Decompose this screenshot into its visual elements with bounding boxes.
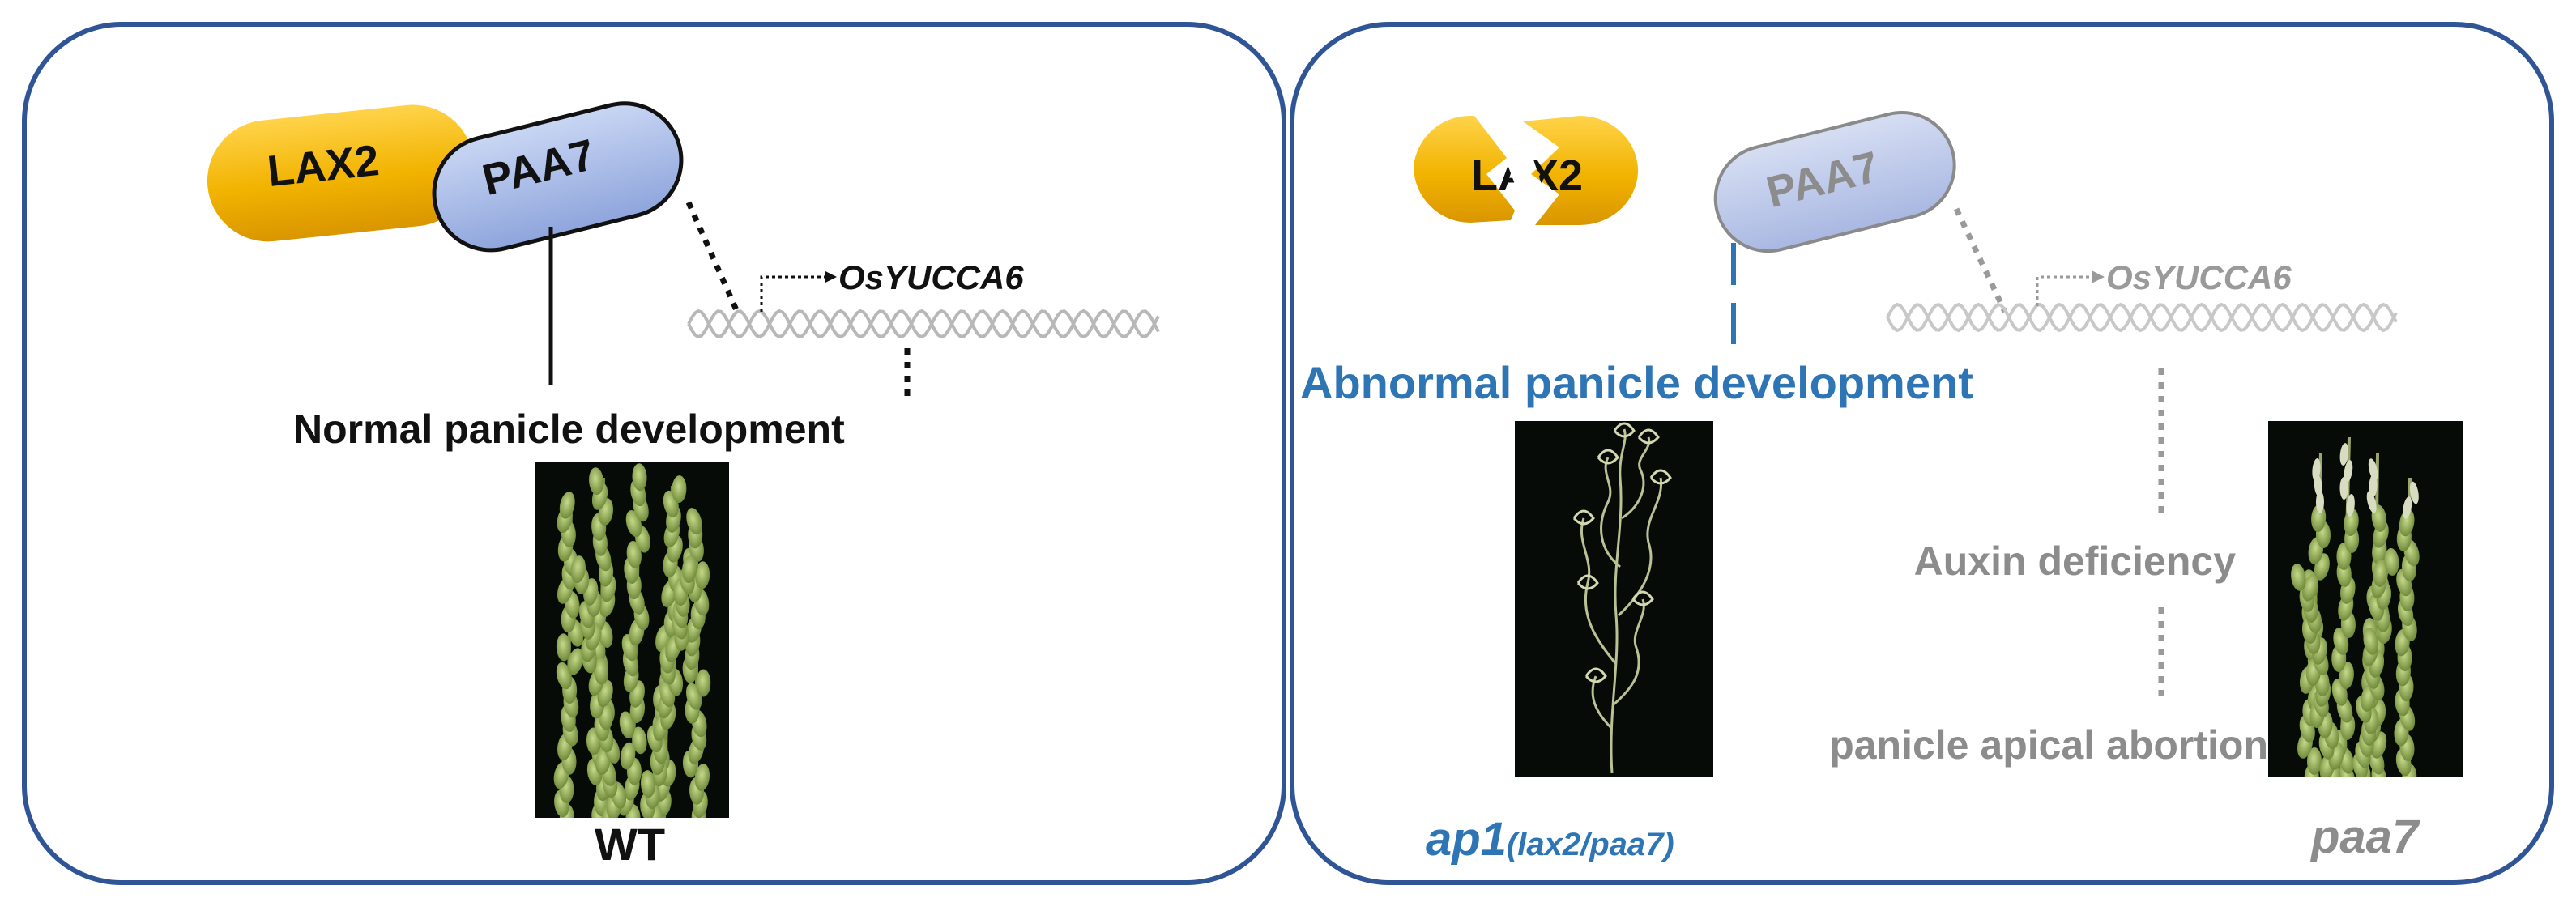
outcome-label-left: Normal panicle development <box>293 406 845 452</box>
ap1-label-main: ap1 <box>1426 813 1507 866</box>
right-panel <box>1290 22 2554 885</box>
abortion-label: panicle apical abortion <box>1829 722 2268 768</box>
ap1-panicle-photo <box>1515 421 1713 777</box>
auxin-label: Auxin deficiency <box>1913 538 2236 584</box>
dna-helix-left <box>687 309 1160 339</box>
lax2-label-left: LAX2 <box>265 135 382 197</box>
gene-label-right: OsYUCCA6 <box>2106 258 2292 296</box>
paa7-dna-dotted-link-right <box>1953 207 2008 313</box>
paa7-panicle-photo <box>2268 421 2463 777</box>
left-panel <box>22 22 1286 885</box>
wt-label: WT <box>595 819 666 870</box>
transcription-start-arrow-left <box>760 270 837 312</box>
outcome-label-right: Abnormal panicle development <box>1300 357 1973 408</box>
paa7-protein-faded-right <box>1713 110 1956 253</box>
transcription-start-arrow-right <box>2036 270 2105 306</box>
ap1-label-sub: (lax2/paa7) <box>1506 827 1674 862</box>
paa7-protein-left <box>432 101 684 253</box>
gene-label-left: OsYUCCA6 <box>838 258 1024 296</box>
paa7-mutant-label: paa7 <box>2311 811 2419 863</box>
lax2-protein-left <box>207 104 474 242</box>
paa7-dna-dotted-link-left <box>685 201 740 313</box>
wt-panicle-photo <box>535 462 729 818</box>
lax2-protein-broken-right <box>1414 115 1639 226</box>
dna-helix-right <box>1886 302 2398 333</box>
ap1-label: ap1(lax2/paa7) <box>1426 816 1674 863</box>
